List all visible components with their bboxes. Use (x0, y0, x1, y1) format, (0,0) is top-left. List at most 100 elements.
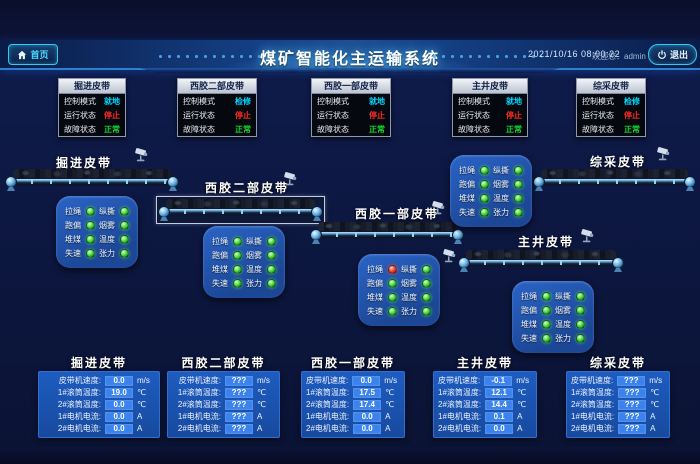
unit-label: A (385, 412, 391, 421)
sensor-label: 张力 (401, 306, 417, 316)
sensor-light (576, 333, 585, 343)
data-row-label: 1#电机电流: (438, 412, 482, 421)
sensor-light (267, 250, 276, 260)
control-mode-value: 就地 (506, 97, 522, 106)
sensor-label: 失速 (521, 333, 537, 343)
drum1-temp-value: 19.0 (105, 387, 133, 398)
status-panel-title: 主井皮带 (453, 79, 527, 94)
sensor-light (422, 278, 431, 288)
fault-state-value: 正常 (369, 125, 385, 134)
cctv-camera-icon[interactable] (430, 200, 447, 216)
sensor-light (388, 306, 397, 316)
sensor-light (86, 206, 95, 216)
unit-label: ℃ (517, 400, 527, 409)
drum2-temp-value: 17.4 (353, 399, 382, 410)
sensor-light (267, 278, 276, 288)
unit-label: m/s (516, 376, 530, 385)
status-panel-title: 综采皮带 (577, 79, 645, 94)
sensor-light (233, 278, 242, 288)
control-mode-value: 就地 (104, 97, 120, 106)
unit-label: A (650, 424, 656, 433)
unit-label: A (137, 412, 143, 421)
sensor-label: 失速 (212, 278, 228, 288)
belt-frame (8, 178, 176, 186)
sensor-label: 纵撕 (99, 206, 115, 216)
data-panel-zongcai: 皮带机速度:???m/s 1#滚筒温度:???℃ 2#滚筒温度:???℃ 1#电… (566, 371, 670, 438)
cctv-camera-icon[interactable] (133, 147, 150, 163)
sensor-light (388, 278, 397, 288)
sensor-panel-xijiao2: 拉绳 纵撕 跑偏 烟雾 堆煤 温度 失速 张力 (203, 226, 285, 298)
fault-state-label: 故障状态 (458, 125, 490, 134)
data-row-label: 皮带机速度: (306, 376, 349, 385)
pulley-right (684, 176, 696, 188)
control-mode-label: 控制模式 (582, 97, 614, 106)
belt-speed-value: ??? (617, 375, 646, 386)
conveyor-belt-zongcai[interactable] (533, 169, 696, 191)
data-row-label: 2#滚筒温度: (177, 400, 221, 409)
data-row-label: 1#滚筒温度: (438, 388, 482, 397)
motor2-current-value: ??? (225, 423, 253, 434)
sensor-light (233, 236, 242, 246)
sensor-label: 温度 (401, 292, 417, 302)
belt-selection-box[interactable] (156, 196, 325, 224)
control-mode-label: 控制模式 (183, 97, 215, 106)
cctv-camera-icon[interactable] (579, 228, 596, 244)
sensor-light (267, 264, 276, 274)
belt-title-xijiao1: 西胶一部皮带 (355, 207, 440, 221)
run-state-value: 停止 (624, 111, 640, 120)
sensor-light (120, 220, 129, 230)
sensor-label: 纵撕 (246, 236, 262, 246)
belt-title-xijiao2: 西胶二部皮带 (205, 181, 290, 195)
run-state-label: 运行状态 (458, 111, 490, 120)
control-mode-value: 检修 (624, 97, 640, 106)
conveyor-belt-juejin[interactable] (5, 169, 179, 191)
sensor-label: 跑偏 (65, 220, 81, 230)
sensor-label: 纵撕 (401, 264, 417, 274)
conveyor-belt-zhujing[interactable] (458, 250, 624, 272)
sensor-label: 温度 (246, 264, 262, 274)
cctv-camera-icon[interactable] (441, 248, 458, 264)
conveyor-belt-xijiao1[interactable] (310, 222, 464, 244)
sensor-label: 堆煤 (65, 234, 81, 244)
cctv-camera-icon[interactable] (282, 171, 299, 187)
pulley-left (533, 176, 545, 188)
fault-state-label: 故障状态 (183, 125, 215, 134)
sensor-light (576, 319, 585, 329)
status-panel-juejin: 掘进皮带 控制模式就地 运行状态停止 故障状态正常 (58, 78, 126, 137)
unit-label: ℃ (385, 388, 395, 397)
sensor-label: 拉绳 (521, 291, 537, 301)
logout-button-label: 退出 (669, 50, 688, 60)
cctv-camera-icon[interactable] (655, 146, 672, 162)
logout-button[interactable]: 退出 (648, 44, 697, 65)
unit-label: A (517, 412, 523, 421)
home-button[interactable]: 首页 (8, 44, 58, 65)
sensor-label: 失速 (459, 207, 475, 217)
belt-frame (461, 259, 621, 267)
top-strip (0, 0, 700, 40)
status-panel-zongcai: 综采皮带 控制模式检修 运行状态停止 故障状态正常 (576, 78, 646, 137)
data-row-label: 1#滚筒温度: (177, 388, 221, 397)
drum2-temp-value: ??? (225, 399, 253, 410)
motor1-current-value: ??? (225, 411, 253, 422)
coal-load (318, 222, 456, 231)
fault-state-value: 正常 (506, 125, 522, 134)
drum2-temp-value: ??? (618, 399, 647, 410)
status-panel-zhujing: 主井皮带 控制模式就地 运行状态停止 故障状态正常 (452, 78, 528, 137)
belt-speed-value: ??? (225, 375, 253, 386)
power-icon (658, 49, 666, 59)
data-row-label: 2#滚筒温度: (306, 400, 350, 409)
pulley-right (167, 176, 179, 188)
motor2-current-value: 0.0 (353, 423, 382, 434)
sensor-light (86, 248, 95, 258)
control-mode-label: 控制模式 (317, 97, 349, 106)
pulley-left (5, 176, 17, 188)
data-row-label: 1#电机电流: (177, 412, 221, 421)
sensor-label: 温度 (493, 193, 509, 203)
motor1-current-value: 0.0 (105, 411, 133, 422)
motor2-current-value: ??? (618, 423, 647, 434)
run-state-value: 停止 (506, 111, 522, 120)
sensor-label: 烟雾 (246, 250, 262, 260)
conveyor-belt-xijiao2[interactable] (158, 199, 323, 221)
sensor-label: 跑偏 (521, 305, 537, 315)
